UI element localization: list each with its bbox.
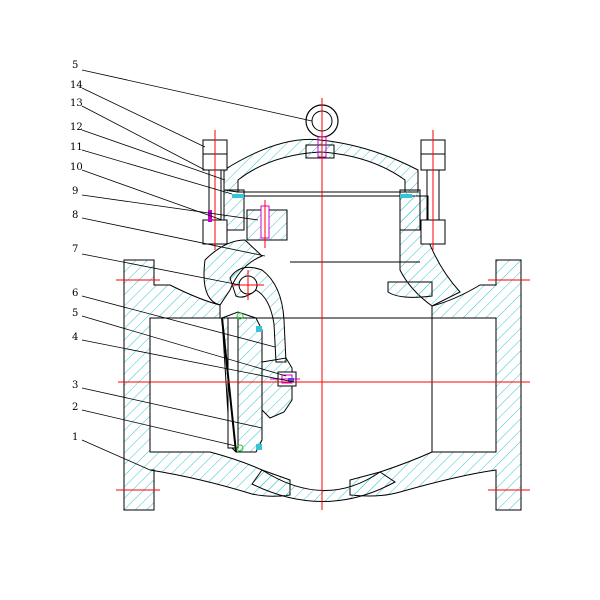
- hinge-arm: [229, 266, 287, 363]
- callout-6: 6: [72, 288, 78, 299]
- callout-15: 5: [72, 60, 78, 71]
- valve-body: [123, 195, 522, 511]
- callout-5: 5: [72, 308, 78, 319]
- callout-12: 12: [70, 122, 83, 133]
- bonnet: [223, 138, 421, 231]
- body-bottom: [251, 469, 396, 502]
- callout-2: 2: [72, 402, 78, 413]
- callout-10: 10: [70, 162, 83, 173]
- callout-1: 1: [72, 432, 78, 443]
- callout-13: 13: [70, 98, 83, 109]
- callout-4: 4: [72, 332, 78, 343]
- callout-11: 11: [70, 142, 83, 153]
- disc-nut: [261, 357, 300, 419]
- callout-8: 8: [72, 210, 78, 221]
- callout-3: 3: [72, 380, 78, 391]
- gasket-right: [400, 194, 412, 198]
- callout-9: 9: [72, 186, 78, 197]
- disc-hub: [261, 357, 293, 419]
- gasket-left: [232, 194, 244, 198]
- callout-14: 14: [70, 80, 83, 91]
- inner-rib: [387, 281, 433, 298]
- hinge-support: [246, 200, 288, 248]
- callout-labels: 5 14 13 12 11 10 9 8 7 6 5 4 3 2 1: [70, 60, 83, 443]
- left-bolt-assembly: [202, 130, 228, 250]
- cover-flange-right: [399, 189, 421, 231]
- callout-7: 7: [72, 244, 78, 255]
- right-bolt-assembly: [420, 130, 446, 250]
- cover-flange-left: [223, 189, 245, 231]
- bonnet-boss: [305, 144, 335, 159]
- leaders: [81, 69, 313, 471]
- centerlines: [116, 98, 530, 510]
